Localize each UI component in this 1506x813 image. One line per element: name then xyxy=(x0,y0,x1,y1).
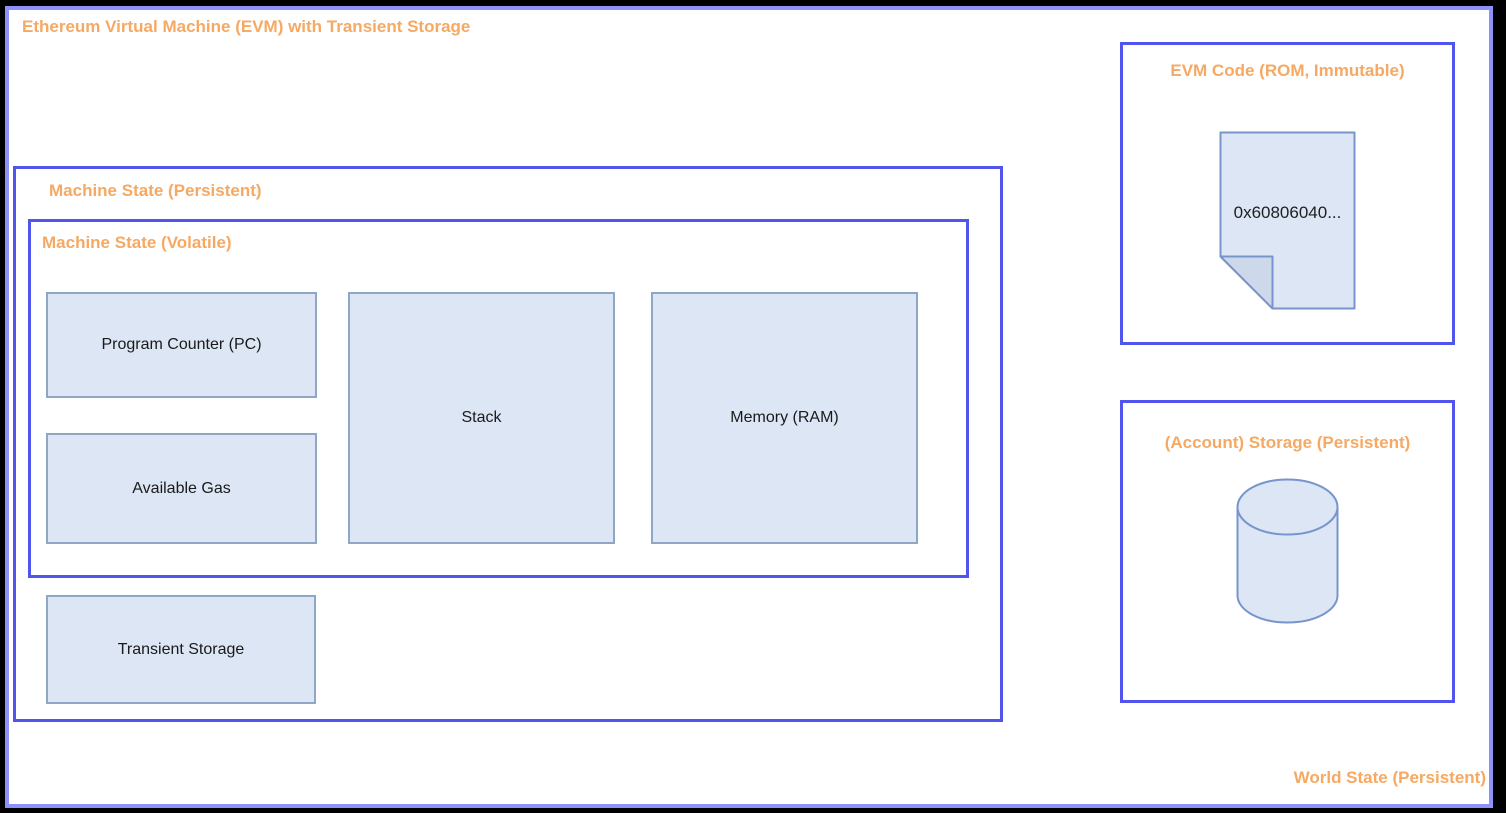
world-state-title: World State (Persistent) xyxy=(1293,768,1486,787)
database-icon xyxy=(1236,478,1339,624)
evm-code-frame: EVM Code (ROM, Immutable) xyxy=(1120,42,1455,345)
program-counter-node: Program Counter (PC) xyxy=(46,292,317,398)
account-storage-frame: (Account) Storage (Persistent) xyxy=(1120,400,1455,703)
stack-node: Stack xyxy=(348,292,615,544)
memory-node: Memory (RAM) xyxy=(651,292,918,544)
transient-storage-node: Transient Storage xyxy=(46,595,316,704)
machine-state-persistent-frame xyxy=(13,166,1003,722)
machine-state-volatile-title: Machine State (Volatile) xyxy=(42,233,232,252)
document-icon xyxy=(1219,131,1356,310)
evm-title: Ethereum Virtual Machine (EVM) with Tran… xyxy=(22,17,471,36)
machine-state-persistent-title: Machine State (Persistent) xyxy=(49,181,262,200)
machine-state-volatile-frame xyxy=(28,219,969,578)
available-gas-node: Available Gas xyxy=(46,433,317,544)
evm-code-bytecode-label: 0x60806040... xyxy=(1233,203,1342,222)
account-storage-title: (Account) Storage (Persistent) xyxy=(1164,433,1411,452)
evm-code-title: EVM Code (ROM, Immutable) xyxy=(1170,61,1405,80)
